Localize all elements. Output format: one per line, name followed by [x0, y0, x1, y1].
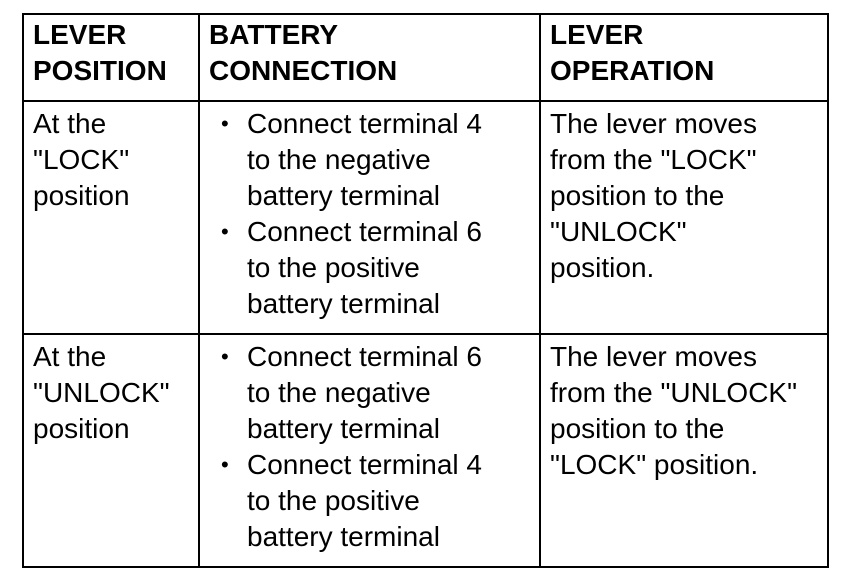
header-lever-position: LEVER POSITION	[22, 13, 200, 102]
list-item-line: battery terminal	[247, 521, 440, 552]
cell-text-line: position	[33, 180, 130, 211]
header-text-line: POSITION	[33, 55, 167, 86]
list-item-line: Connect terminal 4	[247, 449, 483, 480]
list-item-line: to the positive	[247, 485, 420, 516]
header-text-line: OPERATION	[550, 55, 715, 86]
header-text-line: BATTERY	[209, 19, 339, 50]
list-item-line: to the negative	[247, 377, 431, 408]
bullet-icon: •	[221, 111, 229, 136]
list-item-line: battery terminal	[247, 180, 440, 211]
cell-text-line: At the	[33, 108, 107, 139]
list-item-line: Connect terminal 4	[247, 108, 483, 139]
cell-text-line: position	[33, 413, 130, 444]
cell-text-line: The lever moves	[550, 341, 757, 372]
cell-text-line: position to the	[550, 180, 725, 211]
table-row: At the "LOCK" position • Connect termina…	[22, 100, 829, 335]
table-header-row: LEVER POSITION BATTERY CONNECTION LEVER …	[22, 13, 829, 102]
bullet-icon: •	[221, 452, 229, 477]
header-battery-connection: BATTERY CONNECTION	[198, 13, 541, 102]
cell-battery-connection: • Connect terminal 6 to the negative bat…	[198, 333, 541, 568]
cell-lever-operation: The lever moves from the "UNLOCK" positi…	[539, 333, 829, 568]
cell-lever-position: At the "UNLOCK" position	[22, 333, 200, 568]
cell-text-line: "LOCK" position.	[550, 449, 759, 480]
list-item-line: to the negative	[247, 144, 431, 175]
list-item: • Connect terminal 4 to the negative bat…	[209, 106, 531, 214]
list-item-line: battery terminal	[247, 413, 440, 444]
cell-text-line: position.	[550, 252, 655, 283]
cell-lever-operation: The lever moves from the "LOCK" position…	[539, 100, 829, 335]
list-item-line: to the positive	[247, 252, 420, 283]
cell-text-line: "LOCK"	[33, 144, 130, 175]
cell-text-line: "UNLOCK"	[550, 216, 687, 247]
connection-steps-list: • Connect terminal 6 to the negative bat…	[209, 339, 531, 555]
list-item: • Connect terminal 6 to the positive bat…	[209, 214, 531, 322]
list-item: • Connect terminal 6 to the negative bat…	[209, 339, 531, 447]
lever-operation-table: LEVER POSITION BATTERY CONNECTION LEVER …	[22, 13, 829, 568]
header-text-line: LEVER	[33, 19, 127, 50]
cell-text-line: At the	[33, 341, 107, 372]
cell-text-line: The lever moves	[550, 108, 757, 139]
cell-text-line: from the "UNLOCK"	[550, 377, 798, 408]
list-item-line: Connect terminal 6	[247, 341, 483, 372]
cell-lever-position: At the "LOCK" position	[22, 100, 200, 335]
header-lever-operation: LEVER OPERATION	[539, 13, 829, 102]
list-item-line: battery terminal	[247, 288, 440, 319]
cell-battery-connection: • Connect terminal 4 to the negative bat…	[198, 100, 541, 335]
cell-text-line: "UNLOCK"	[33, 377, 170, 408]
connection-steps-list: • Connect terminal 4 to the negative bat…	[209, 106, 531, 322]
bullet-icon: •	[221, 219, 229, 244]
bullet-icon: •	[221, 344, 229, 369]
list-item: • Connect terminal 4 to the positive bat…	[209, 447, 531, 555]
header-text-line: LEVER	[550, 19, 644, 50]
cell-text-line: position to the	[550, 413, 725, 444]
cell-text-line: from the "LOCK"	[550, 144, 757, 175]
table-row: At the "UNLOCK" position • Connect termi…	[22, 333, 829, 568]
header-text-line: CONNECTION	[209, 55, 398, 86]
list-item-line: Connect terminal 6	[247, 216, 483, 247]
